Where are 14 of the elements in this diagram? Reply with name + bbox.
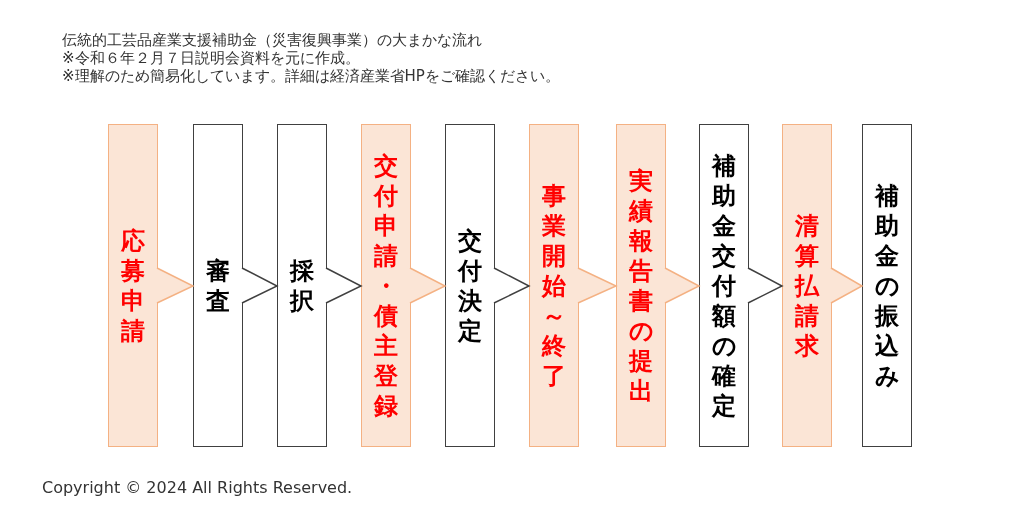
- chevron-arrow: [577, 267, 618, 304]
- chevron-arrow: [325, 267, 363, 304]
- chevron-arrow: [241, 267, 279, 304]
- chevron-arrow: [409, 267, 447, 304]
- note-text: 伝統的工芸品産業支援補助金（災害復興事業）の大まかな流れ: [62, 31, 482, 50]
- chevron-arrow: [664, 267, 701, 304]
- chevron-arrow: [830, 267, 864, 304]
- step-box: 補助金の振込み: [862, 124, 912, 447]
- chevron-arrow: [156, 267, 195, 304]
- chevron-arrow: [493, 267, 531, 304]
- copyright-note: Copyright © 2024 All Rights Reserved.: [42, 478, 353, 497]
- note-text: ※理解のため簡易化しています。詳細は経済産業省HPをご確認ください。: [62, 67, 560, 86]
- note-text: ※令和６年２月７日説明会資料を元に作成。: [62, 49, 360, 68]
- chevron-arrow: [747, 267, 784, 304]
